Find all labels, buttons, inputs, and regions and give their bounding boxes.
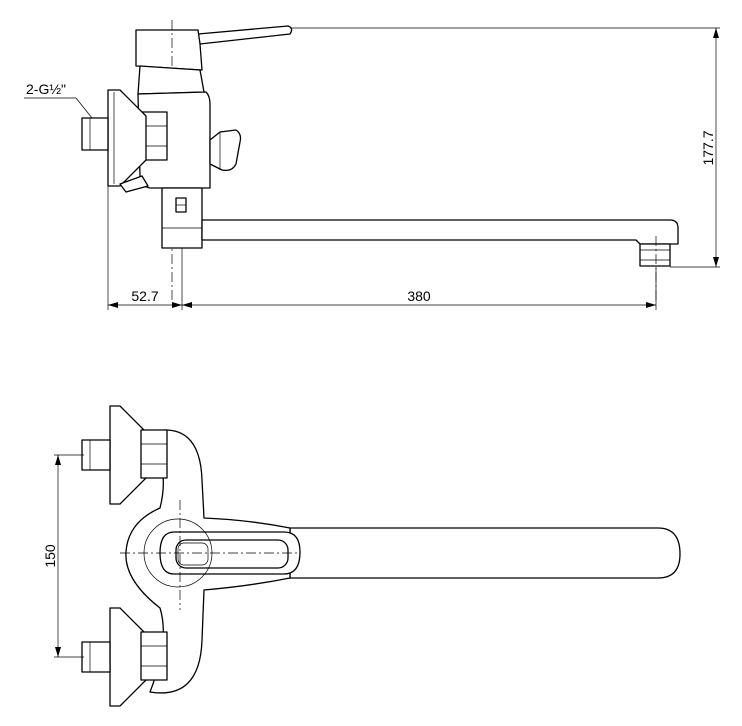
lever-handle	[197, 25, 293, 45]
aerator	[639, 243, 671, 267]
inlet-spacing-label: 150	[42, 544, 58, 568]
handle-cap	[135, 29, 203, 71]
spout-length-label: 380	[407, 288, 431, 304]
height-dimension: 177.7	[290, 27, 720, 268]
spout-connector	[161, 187, 203, 249]
upper-inlet	[81, 439, 111, 471]
diverter-knob	[209, 129, 242, 172]
inlet-pipe	[81, 117, 109, 151]
body-neck	[137, 65, 205, 95]
thread-callout: 2-G½"	[24, 81, 93, 119]
horizontal-dimensions: 52.7 380	[107, 186, 657, 310]
body-clip	[119, 175, 149, 193]
side-view	[81, 20, 679, 300]
height-label: 177.7	[700, 130, 716, 165]
lower-inlet	[81, 641, 111, 673]
offset-label: 52.7	[131, 288, 158, 304]
thread-label: 2-G½"	[26, 81, 66, 97]
spout-top	[289, 527, 681, 579]
top-view	[81, 405, 681, 707]
spout-tube	[201, 219, 679, 245]
inlet-spacing-dimension: 150	[42, 454, 84, 658]
